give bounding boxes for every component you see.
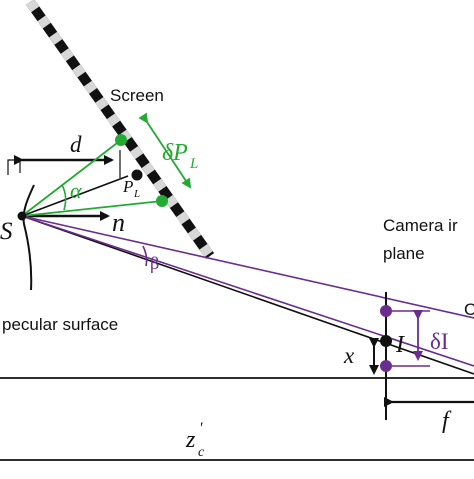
label-camera-image-plane-line2: plane — [383, 244, 425, 263]
purple-ray-upper — [21, 215, 474, 319]
label-zc-sub: c — [198, 445, 205, 460]
label-zc-main: z — [185, 427, 196, 453]
label-pl-main: P — [122, 177, 133, 196]
green-ray-upper — [21, 139, 122, 217]
alpha-arc — [61, 184, 67, 211]
label-delta-pl-sub: L — [189, 156, 198, 172]
delta-pl-arrow — [138, 112, 192, 189]
green-ray-lower — [21, 200, 163, 217]
label-pl-sub: L — [133, 188, 140, 200]
point-pl — [131, 169, 143, 181]
label-zc: z ' c — [185, 420, 205, 460]
point-i — [380, 335, 392, 347]
label-d: d — [70, 132, 82, 157]
label-camera-image-plane-line1: Camera ir — [383, 216, 458, 235]
label-f: f — [442, 408, 452, 434]
surface-bracket — [7, 159, 26, 175]
ray-s-to-camera-center — [21, 215, 474, 375]
label-delta-pl: δP L — [162, 140, 198, 172]
label-s: S — [0, 218, 13, 245]
screen-bar — [25, 0, 215, 259]
label-delta-pl-main: δP — [162, 140, 188, 166]
label-beta: β — [150, 253, 159, 273]
label-n: n — [112, 208, 125, 237]
label-camera-cut: C — [464, 300, 474, 319]
green-point-upper — [115, 134, 127, 146]
label-zc-prime: ' — [199, 420, 203, 437]
point-s — [17, 211, 27, 221]
purple-ray-lower — [21, 215, 474, 367]
beta-arc — [142, 245, 148, 267]
label-delta-i: δI — [430, 329, 449, 354]
label-x: x — [343, 343, 355, 368]
specular-surface-curve — [22, 184, 35, 291]
label-i: I — [395, 332, 405, 358]
label-pl: P L — [122, 177, 140, 200]
label-specular-surface: pecular surface — [2, 315, 118, 334]
green-point-lower — [156, 195, 168, 207]
label-alpha: α — [70, 178, 82, 203]
purple-point-lower — [380, 360, 392, 372]
ray-s-to-pl — [21, 175, 129, 217]
label-screen: Screen — [110, 86, 164, 105]
purple-point-upper — [380, 305, 392, 317]
